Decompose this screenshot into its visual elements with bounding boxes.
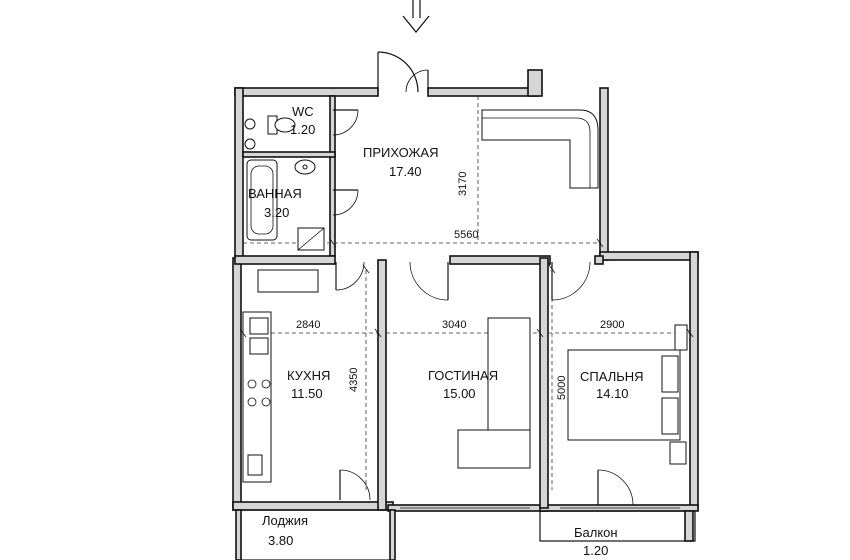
kitchen-loggia-door (339, 469, 371, 501)
room-name-bedroom: СПАЛЬНЯ (580, 369, 644, 384)
washing-machine-icon (297, 227, 325, 251)
corner-sofa-icon (481, 109, 599, 189)
bed-icon (567, 349, 681, 441)
room-area-bedroom: 14.10 (596, 386, 629, 401)
kitchen-counter (242, 311, 272, 483)
dimension-kitchen-depth: 4350 (348, 368, 360, 392)
wc-door (332, 109, 359, 136)
entrance-door (377, 51, 429, 93)
dimension-hall-depth: 3170 (457, 172, 469, 196)
room-name-loggia: Лоджия (262, 513, 308, 528)
dimension-ticks (239, 238, 694, 338)
bedroom-balcony-door (597, 469, 634, 506)
bedroom-door (551, 261, 591, 301)
room-name-living: ГОСТИНАЯ (428, 368, 498, 383)
wardrobe (669, 441, 687, 465)
toilet-icon (267, 115, 296, 135)
dimension-bedroom-width: 2900 (600, 319, 624, 331)
room-area-loggia: 3.80 (268, 533, 293, 548)
dimension-living-depth: 5000 (556, 376, 568, 400)
room-area-balcony: 1.20 (583, 543, 608, 558)
room-area-wc: 1.20 (290, 122, 315, 137)
kitchen-door (335, 261, 365, 291)
room-area-living: 15.00 (443, 386, 476, 401)
room-area-hall: 17.40 (389, 164, 422, 179)
interior-walls (234, 95, 604, 511)
dimension-kitchen-width: 2840 (296, 319, 320, 331)
room-area-kitchen: 11.50 (291, 386, 323, 401)
room-name-bath: ВАННАЯ (248, 186, 302, 201)
room-name-hall: ПРИХОЖАЯ (363, 145, 439, 160)
entrance-arrow-icon (402, 0, 430, 33)
room-area-bath: 3.20 (264, 205, 289, 220)
room-name-kitchen: КУХНЯ (287, 368, 330, 383)
bath-door (332, 189, 359, 216)
dimension-hall-width: 5560 (454, 229, 478, 241)
living-sofa-icon (457, 317, 531, 469)
bathtub-icon (246, 159, 278, 241)
loggia (235, 509, 396, 560)
wc-sink-icon (244, 118, 256, 150)
wardrobe (674, 324, 688, 351)
room-name-wc: WC (292, 104, 314, 119)
living-door (409, 261, 449, 301)
room-name-balcony: Балкон (574, 525, 618, 540)
dimension-living-width: 3040 (442, 319, 466, 331)
washbasin-icon (294, 159, 316, 175)
kitchen-hood (257, 269, 319, 293)
balcony (539, 510, 696, 542)
